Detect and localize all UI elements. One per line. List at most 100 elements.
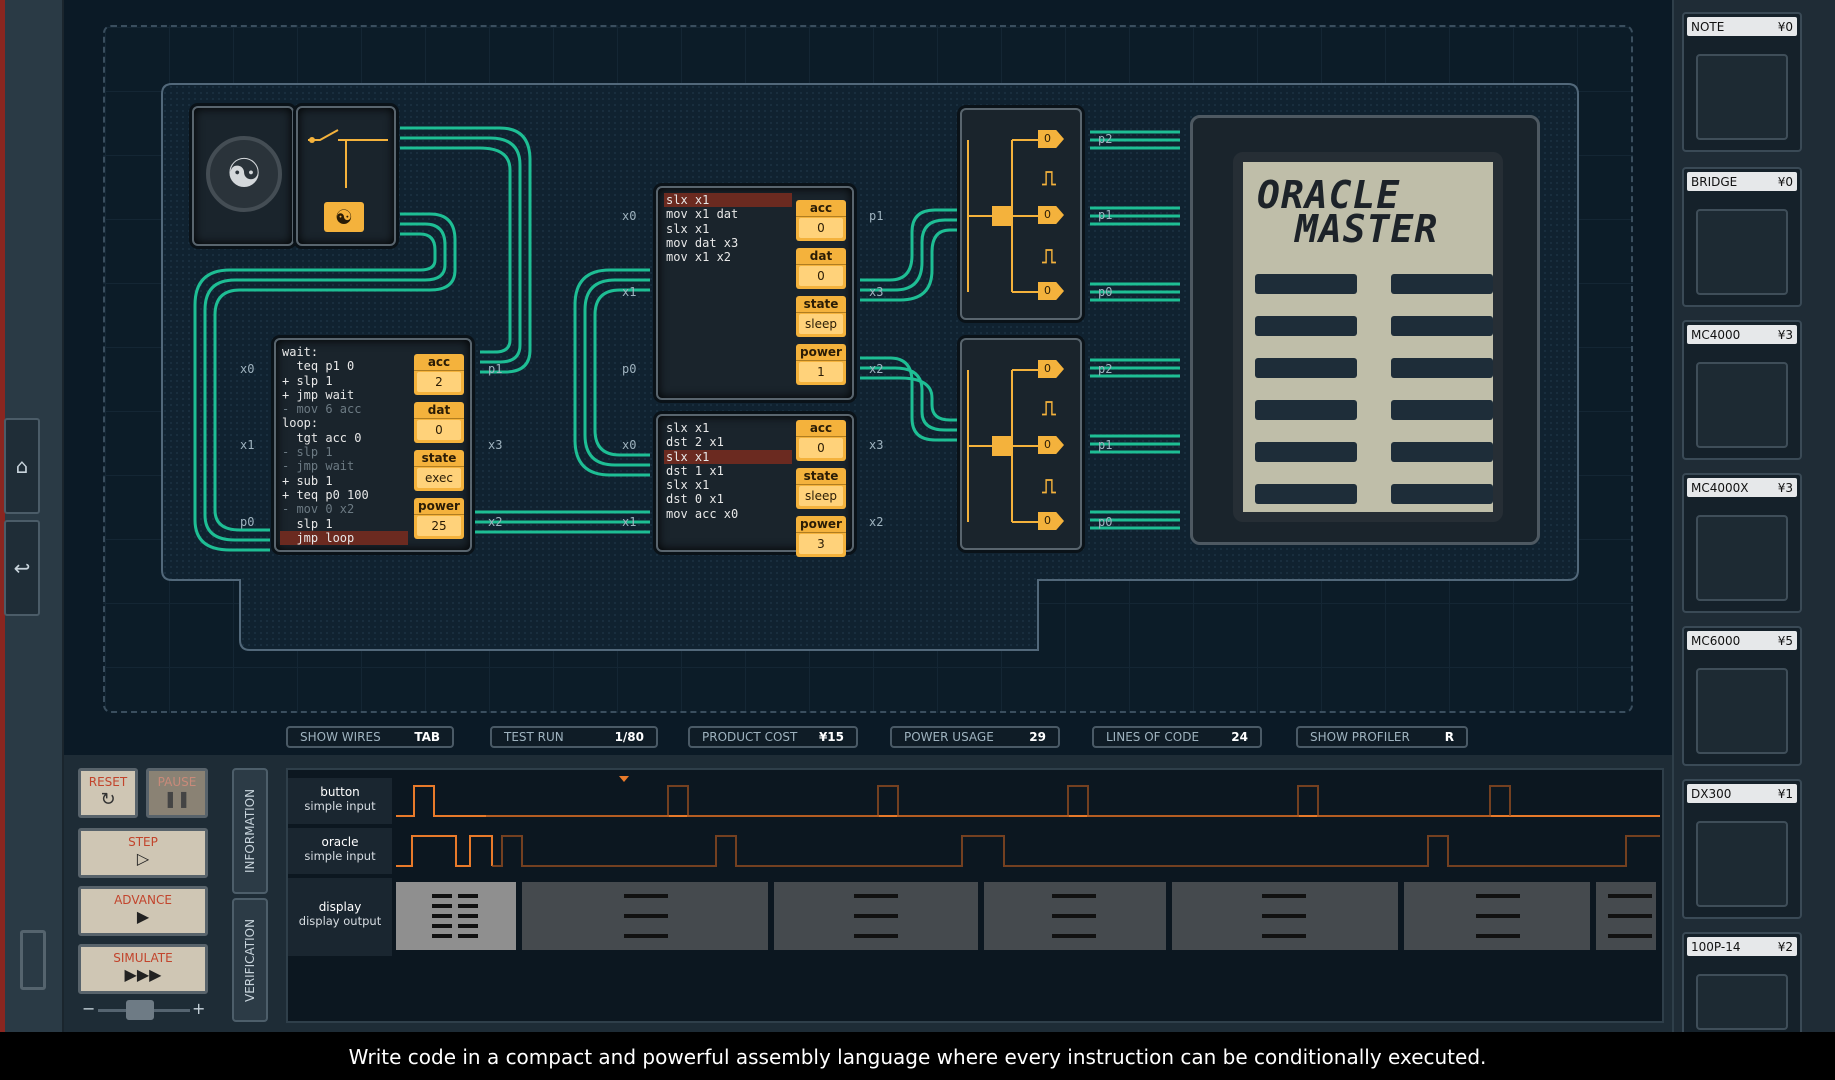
code-line[interactable]: - slp 1 bbox=[282, 445, 333, 460]
speed-minus-icon[interactable]: − bbox=[82, 999, 96, 1018]
code-line[interactable]: + jmp wait bbox=[282, 387, 355, 402]
register-name: acc bbox=[414, 354, 464, 371]
display-segment bbox=[1391, 442, 1493, 462]
code-line[interactable]: tgt acc 0 bbox=[282, 430, 362, 445]
part-header: NOTE¥0 bbox=[1687, 17, 1797, 36]
mc6000-main-chip[interactable]: wait: teq p1 0+ slp 1+ jmp wait- mov 6 a… bbox=[274, 338, 472, 552]
speed-plus-icon[interactable]: + bbox=[192, 999, 206, 1018]
dx300-top-chip[interactable]: 0 ⎍ 0 ⎍ 0 bbox=[960, 108, 1082, 320]
pulse-icon: ⎍ bbox=[1042, 474, 1056, 498]
oracle-input-module[interactable]: ☯ bbox=[192, 106, 294, 246]
button-switch-module[interactable]: ☯ bbox=[296, 106, 396, 246]
yin-yang-button-icon[interactable]: ☯ bbox=[324, 202, 364, 232]
code-line[interactable]: mov x1 x2 bbox=[666, 250, 732, 265]
advance-button[interactable]: ADVANCE▶ bbox=[78, 886, 208, 936]
code-editor-main[interactable]: wait: teq p1 0+ slp 1+ jmp wait- mov 6 a… bbox=[280, 345, 408, 546]
waveforms bbox=[396, 776, 1660, 950]
part-mc6000[interactable]: MC6000¥5 bbox=[1682, 626, 1802, 766]
register-value: 25 bbox=[417, 516, 461, 536]
register-name: dat bbox=[796, 248, 846, 265]
port-label: p1 bbox=[488, 362, 503, 376]
port-label: p0 bbox=[622, 362, 637, 376]
code-line[interactable]: slx x1 bbox=[666, 421, 710, 435]
simulate-icon: ▶▶▶ bbox=[124, 965, 162, 984]
undo-button[interactable]: ↩ bbox=[4, 520, 40, 616]
pulse-icon: ⎍ bbox=[1042, 396, 1056, 420]
display-frames bbox=[396, 882, 1656, 950]
pause-button[interactable]: PAUSE❚❚ bbox=[146, 768, 208, 818]
part-header: 100P-14¥2 bbox=[1687, 937, 1797, 956]
port-label: p0 bbox=[1098, 285, 1113, 299]
part-mc4000[interactable]: MC4000¥3 bbox=[1682, 320, 1802, 460]
part-dx300[interactable]: DX300¥1 bbox=[1682, 779, 1802, 919]
register-value: 3 bbox=[799, 534, 843, 554]
part-100p-14[interactable]: 100P-14¥2 bbox=[1682, 932, 1802, 1042]
register-name: acc bbox=[796, 420, 846, 437]
register-name: acc bbox=[796, 200, 846, 217]
part-note[interactable]: NOTE¥0 bbox=[1682, 12, 1802, 152]
code-line[interactable]: mov x1 dat bbox=[666, 207, 739, 222]
code-line[interactable]: mov dat x3 bbox=[666, 235, 739, 250]
code-line[interactable]: + teq p0 100 bbox=[282, 487, 369, 502]
part-price: ¥3 bbox=[1777, 480, 1793, 495]
port-label: x1 bbox=[622, 515, 637, 529]
part-price: ¥3 bbox=[1777, 327, 1793, 342]
tab-information[interactable]: INFORMATION bbox=[232, 768, 268, 894]
register-name: state bbox=[796, 296, 846, 313]
home-button[interactable]: ⌂ bbox=[4, 418, 40, 514]
code-line[interactable]: + slp 1 bbox=[282, 373, 333, 388]
code-line[interactable]: - jmp wait bbox=[282, 459, 355, 474]
code-line[interactable]: slx x1 bbox=[664, 193, 792, 208]
code-line[interactable]: - mov 6 acc bbox=[282, 402, 362, 417]
code-line[interactable]: slx x1 bbox=[664, 449, 792, 464]
code-line[interactable]: dst 1 x1 bbox=[666, 463, 724, 478]
code-line[interactable]: dst 0 x1 bbox=[666, 492, 724, 507]
part-thumbnail bbox=[1696, 209, 1788, 295]
part-header: MC4000X¥3 bbox=[1687, 478, 1797, 497]
step-button[interactable]: STEP▷ bbox=[78, 828, 208, 878]
register-value: 0 bbox=[799, 266, 843, 286]
pause-icon: ❚❚ bbox=[163, 789, 191, 808]
speed-slider[interactable]: − + bbox=[78, 996, 208, 1024]
port-label: p0 bbox=[1098, 515, 1113, 529]
code-line[interactable]: + sub 1 bbox=[282, 473, 333, 488]
code-line[interactable]: wait: bbox=[282, 345, 319, 359]
code-line[interactable]: loop: bbox=[282, 416, 319, 431]
code-line[interactable]: mov acc x0 bbox=[666, 506, 739, 521]
register-value: 0 bbox=[799, 218, 843, 238]
code-line[interactable]: teq p1 0 bbox=[282, 359, 355, 374]
code-line[interactable]: slx x1 bbox=[666, 221, 710, 236]
part-bridge[interactable]: BRIDGE¥0 bbox=[1682, 167, 1802, 307]
code-line[interactable]: slp 1 bbox=[282, 516, 333, 531]
register-value: 0 bbox=[417, 420, 461, 440]
code-line[interactable]: - mov 0 x2 bbox=[282, 502, 355, 517]
dx300-bottom-chip[interactable]: 0 ⎍ 0 ⎍ 0 bbox=[960, 338, 1082, 550]
slider-handle[interactable] bbox=[126, 1000, 154, 1020]
gate-p0: 0 bbox=[1038, 512, 1064, 530]
code-line[interactable]: slx x1 bbox=[666, 478, 710, 493]
port-label: x1 bbox=[240, 438, 255, 452]
caption-text: Write code in a compact and powerful ass… bbox=[0, 1032, 1835, 1080]
display-segment bbox=[1255, 316, 1357, 336]
tab-verification[interactable]: VERIFICATION bbox=[232, 898, 268, 1022]
code-line[interactable]: dst 2 x1 bbox=[666, 435, 724, 450]
simulate-button[interactable]: SIMULATE▶▶▶ bbox=[78, 944, 208, 994]
reset-button[interactable]: RESET↻ bbox=[78, 768, 138, 818]
reset-icon: ↻ bbox=[100, 789, 116, 810]
display-glyphs bbox=[432, 894, 1652, 938]
left-toolbar: ⌂ ↩ bbox=[0, 0, 64, 1032]
code-line[interactable]: jmp loop bbox=[280, 530, 408, 546]
part-mc4000x[interactable]: MC4000X¥3 bbox=[1682, 473, 1802, 613]
